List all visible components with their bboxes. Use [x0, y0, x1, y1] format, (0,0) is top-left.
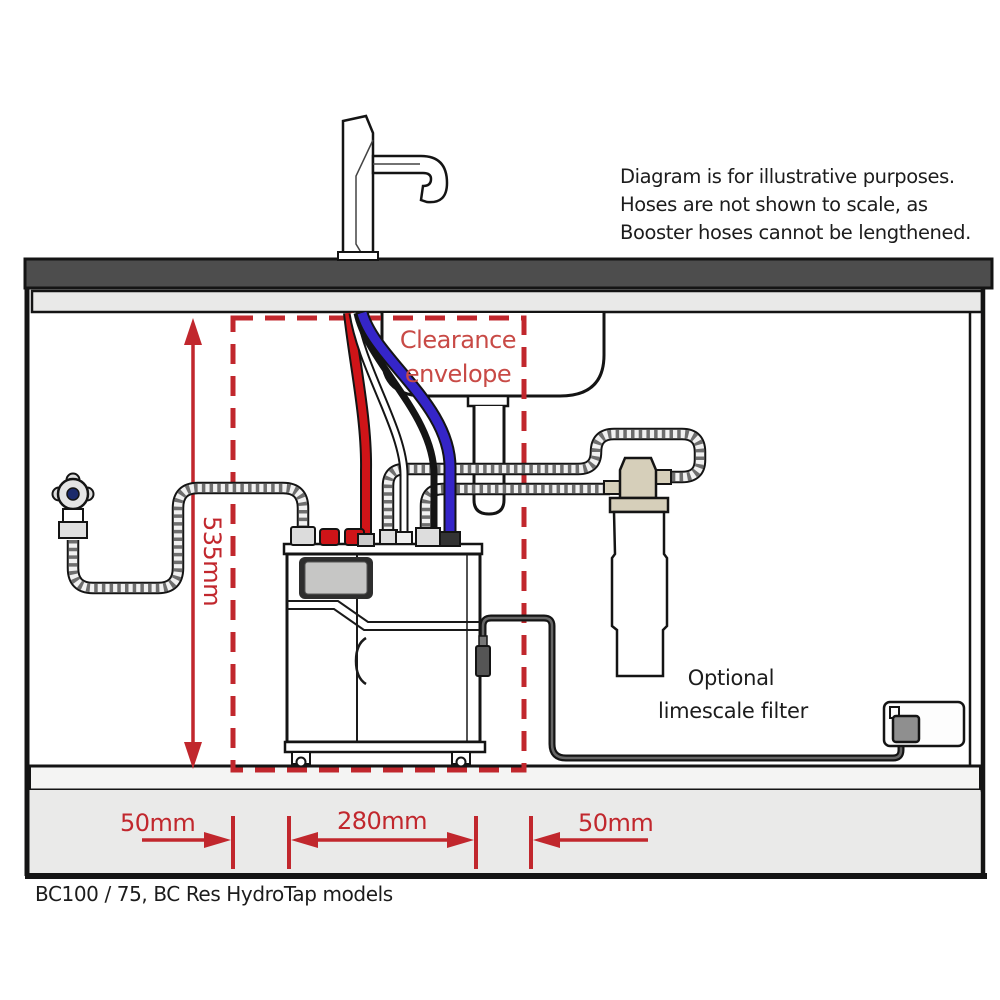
vent-tube [350, 312, 407, 540]
tap-base [337, 251, 379, 261]
unit-width-label: 280mm [337, 807, 427, 835]
text-labels: Diagram is for illustrative purposes. Ho… [35, 165, 971, 906]
power-plug [891, 714, 921, 744]
height-dimension-arrow [184, 318, 202, 769]
hydrotap-unit [282, 526, 487, 768]
height-dimension-label: 535mm [198, 516, 226, 606]
tap-hose-bundle [343, 310, 457, 540]
red-cap-1 [319, 528, 340, 546]
unit-base [283, 740, 487, 754]
clearance-label-line2: envelope [405, 360, 511, 388]
supply-hose [73, 488, 303, 588]
left-clearance-label: 50mm [120, 809, 195, 837]
unit-door-handle [354, 636, 367, 686]
cabinet-apron [29, 790, 981, 873]
disclaimer-line3: Booster hoses cannot be lengthened. [620, 221, 971, 244]
water-supply-valve [51, 472, 95, 539]
limescale-filter [603, 456, 672, 678]
hot-water-hose [345, 312, 371, 540]
filter-label-line2: limescale filter [658, 699, 809, 723]
clearance-envelope-outline [230, 315, 527, 773]
power-cord-assembly [475, 614, 966, 762]
filter-cartridge [610, 510, 669, 678]
drain-pipe [472, 406, 506, 516]
tap-spout [371, 154, 449, 204]
countertop [23, 257, 994, 290]
filter-label-line1: Optional [688, 666, 774, 690]
counter-underside-strip [30, 289, 984, 314]
clearance-label-line1: Clearance [400, 326, 516, 354]
cabinet-base-line [25, 873, 987, 879]
cabinet-floor [28, 764, 982, 792]
filter-head [618, 456, 658, 500]
cold-water-hose [357, 311, 455, 540]
disclaimer-line1: Diagram is for illustrative purposes. [620, 165, 955, 188]
filter-collar [608, 496, 670, 514]
dimension-annotations: 535mm Clearance envelope 50mm 280mm 50mm [120, 326, 654, 869]
model-caption: BC100 / 75, BC Res HydroTap models [35, 882, 393, 906]
kitchen-tap [337, 114, 449, 261]
cord-connector [475, 645, 491, 677]
unit-display [304, 561, 368, 595]
cabinet-structure [23, 257, 994, 879]
disclaimer-line2: Hoses are not shown to scale, as [620, 193, 928, 216]
right-clearance-label: 50mm [578, 809, 653, 837]
